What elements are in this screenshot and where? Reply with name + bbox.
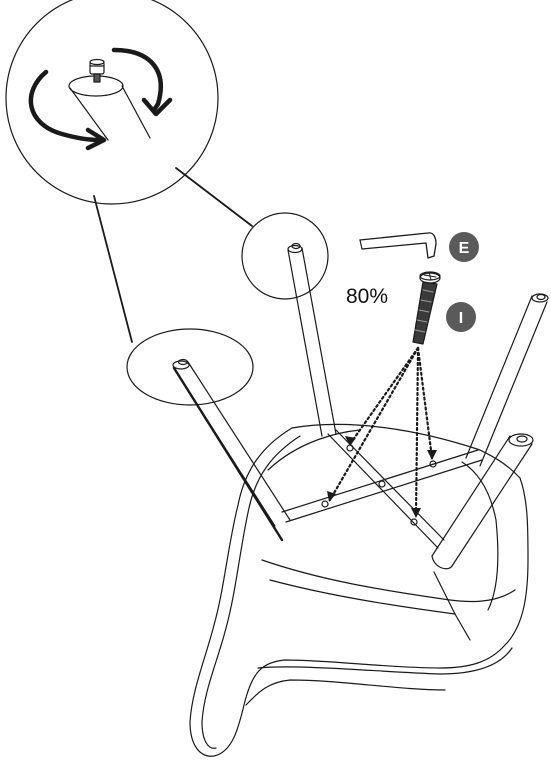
chair-shell <box>189 423 529 757</box>
part-badge-i-letter: I <box>459 310 463 327</box>
leg-back-left <box>287 242 337 437</box>
leg-frame <box>281 429 483 549</box>
hole-center <box>378 480 386 488</box>
leg-front-right <box>431 433 534 570</box>
torque-label: 80% <box>346 285 388 308</box>
arrow-heads <box>327 436 437 518</box>
bolt-icon <box>412 271 441 345</box>
hole-2 <box>429 460 437 468</box>
chair-legs <box>172 242 549 570</box>
bolt-insertion-arrows <box>328 346 434 518</box>
rotate-arrow-left-icon <box>28 69 103 143</box>
hole-3 <box>321 500 329 508</box>
leg-front-left <box>172 358 291 542</box>
hole-4 <box>410 518 418 526</box>
leg-back-right <box>465 293 549 467</box>
rotate-arrow-right-icon <box>111 47 163 113</box>
allen-key-icon <box>359 232 437 259</box>
part-badge-i: I <box>446 302 476 332</box>
zoom-circle <box>5 0 219 205</box>
zoom-detail <box>28 47 173 151</box>
part-badge-e: E <box>449 232 479 262</box>
part-badge-e-letter: E <box>459 240 470 257</box>
highlight-circle-front-leg <box>126 328 254 406</box>
highlight-circle-back-leg <box>241 212 329 300</box>
callouts <box>5 0 329 406</box>
